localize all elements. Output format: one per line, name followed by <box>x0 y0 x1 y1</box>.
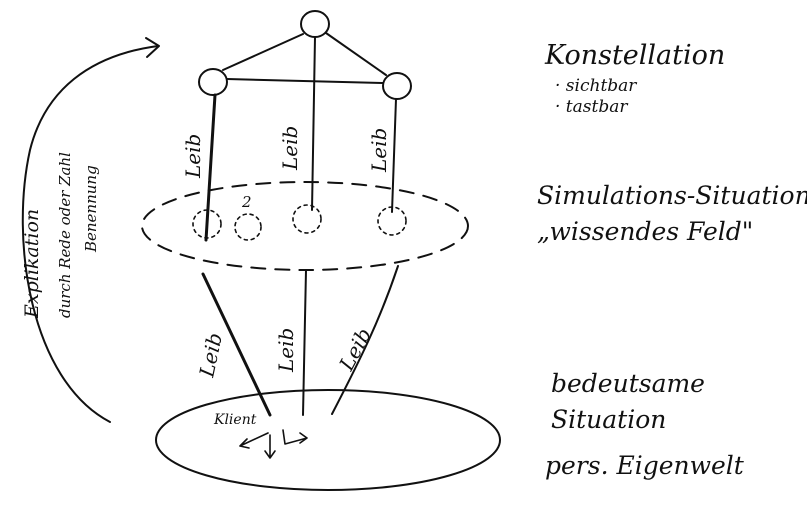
leib-label-lower-left: Leib <box>194 331 227 380</box>
dotted-circle-2 <box>234 213 262 241</box>
lower-right-line <box>331 265 399 415</box>
label-bedeutsame-2: Situation <box>551 405 666 434</box>
constellation-figure <box>198 10 412 242</box>
leib-label-upper-center: Leib <box>278 126 302 171</box>
edge-top-right <box>325 32 387 76</box>
top-node <box>300 10 330 38</box>
edge-left-right <box>226 78 384 84</box>
dotted-circle-1 <box>192 209 222 239</box>
explikation-text-2: durch Rede oder Zahl <box>56 152 74 318</box>
leib-label-lower-right: Leib <box>334 324 376 375</box>
lower-center-line <box>302 269 307 416</box>
label-bedeutsame-1: bedeutsame <box>551 369 705 398</box>
explikation-arrowhead-icon <box>145 37 160 58</box>
label-konstellation: Konstellation <box>544 40 725 71</box>
lower-left-line <box>201 272 272 417</box>
leib-label-lower-center: Leib <box>274 328 298 373</box>
explikation-text-3: Benennung <box>82 165 100 253</box>
label-two: 2 <box>241 193 252 211</box>
explikation-text-1: Explikation <box>21 209 43 319</box>
dotted-circle-4 <box>377 206 407 236</box>
right-vertical-line <box>391 98 397 213</box>
label-bedeutsame-3: pers. Eigenwelt <box>545 451 745 480</box>
center-vertical-line <box>311 36 316 211</box>
situation-ellipse <box>155 389 501 491</box>
leib-label-upper-left: Leib <box>181 134 205 179</box>
label-simulation-1: Simulations-Situation <box>537 181 807 210</box>
label-klient: Klient <box>213 412 257 428</box>
arrow-down-icon <box>264 434 276 459</box>
klient-arrows <box>239 429 308 459</box>
leib-label-upper-right: Leib <box>367 128 391 173</box>
arrow-right-icon <box>282 429 308 445</box>
left-vertical-line <box>204 93 217 242</box>
explikation-curve <box>21 45 159 423</box>
edge-top-left <box>222 33 304 71</box>
right-node <box>382 72 412 100</box>
dotted-circle-3 <box>292 204 322 234</box>
simulation-field-ellipse <box>141 181 469 271</box>
label-sichtbar: · sichtbar <box>555 76 637 96</box>
label-tastbar: · tastbar <box>555 97 628 117</box>
arrow-left-icon <box>239 432 269 449</box>
left-node <box>198 68 228 96</box>
label-simulation-2: „wissendes Feld" <box>537 217 753 246</box>
